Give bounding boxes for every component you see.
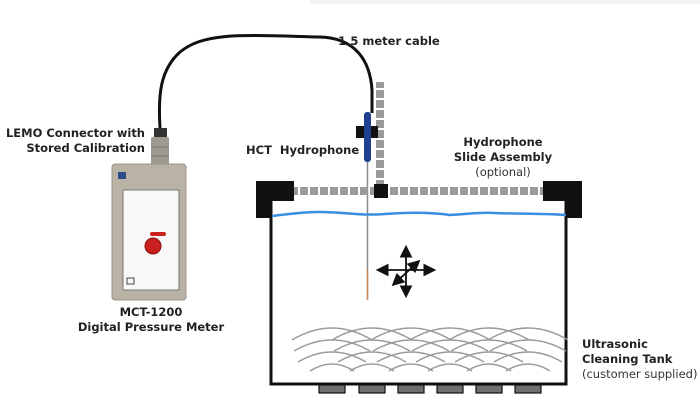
brand-logo-icon: [118, 172, 126, 179]
wave-arc: [487, 327, 569, 341]
wave-arc: [297, 351, 367, 363]
cleaning-tank: [269, 200, 568, 386]
transducer: [397, 384, 425, 394]
wave-arc: [370, 327, 452, 341]
folder-icon: [126, 277, 135, 285]
meter-label: MCT-1200 Digital Pressure Meter: [77, 305, 225, 334]
right-bracket: [543, 181, 582, 218]
wave-arc: [454, 351, 524, 363]
wave-arc: [505, 363, 551, 372]
horizontal-slide-rail: [294, 187, 544, 195]
wave-arc: [388, 363, 434, 372]
hydrophone-label: HCT Hydrophone: [246, 143, 360, 157]
transducer: [514, 384, 542, 394]
wave-arc: [409, 327, 491, 341]
wave-arc: [331, 327, 413, 341]
wave-arc: [493, 351, 563, 363]
rail-junction: [374, 184, 388, 198]
transducer: [318, 384, 346, 394]
transducer: [358, 384, 386, 394]
top-border-strip: [310, 0, 700, 4]
vertical-slide-rail: [376, 82, 384, 190]
wave-arc: [291, 327, 373, 341]
wave-arc: [448, 327, 530, 341]
motion-arrows-icon: [375, 244, 437, 299]
wave-arc: [376, 351, 446, 363]
wave-arc: [427, 363, 473, 372]
cable: [157, 34, 374, 129]
lemo-label: LEMO Connector with Stored Calibration: [5, 126, 145, 155]
wave-arc: [415, 351, 485, 363]
left-bracket: [256, 181, 294, 218]
wave-arc: [337, 351, 407, 363]
wave-arc: [349, 363, 395, 372]
rec-button: [144, 237, 162, 255]
mct-1200-device: [111, 163, 187, 301]
transducer-row: [318, 384, 542, 394]
slide-assembly-label: Hydrophone Slide Assembly (optional): [453, 135, 553, 179]
ultrasonic-waves: [291, 327, 569, 372]
wave-arc: [466, 363, 512, 372]
tank-label: Ultrasonic Cleaning Tank (customer suppl…: [582, 337, 698, 381]
hct-hydrophone: [364, 112, 371, 300]
wave-arc: [309, 363, 355, 372]
wave-arc: [489, 339, 567, 352]
transducer: [475, 384, 503, 394]
lemo-connector: [151, 128, 169, 165]
water-surface: [271, 210, 567, 218]
cable-label: 1.5 meter cable: [338, 34, 440, 48]
transducer: [436, 384, 464, 394]
